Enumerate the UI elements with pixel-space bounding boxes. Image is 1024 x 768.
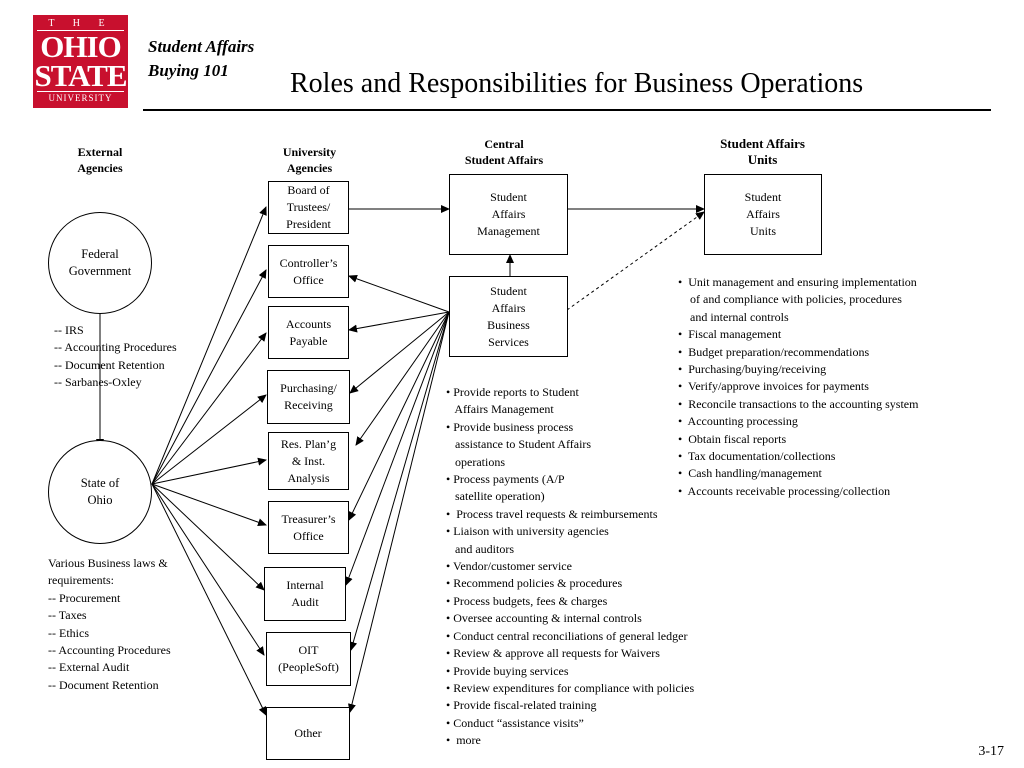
treasurers-office-box: Treasurer’s Office xyxy=(268,501,349,554)
federal-government-node: Federal Government xyxy=(48,212,152,314)
units-responsibilities-list: • Unit management and ensuring implement… xyxy=(678,275,919,498)
controllers-office-box: Controller’s Office xyxy=(268,245,349,298)
accounts-payable-box: Accounts Payable xyxy=(268,306,349,359)
subtitle-line2: Buying 101 xyxy=(148,61,229,80)
central-student-affairs-header: Central Student Affairs xyxy=(464,137,544,167)
page-number: 3-17 xyxy=(978,744,1004,759)
university-logo: T H E OHIO STATE UNIVERSITY xyxy=(33,15,128,108)
external-agencies-header: External Agencies xyxy=(77,145,123,175)
student-affairs-management-box: Student Affairs Management xyxy=(449,174,568,255)
page-title: Roles and Responsibilities for Business … xyxy=(290,68,864,99)
board-of-trustees-box: Board of Trustees/ President xyxy=(268,181,349,234)
internal-audit-box: Internal Audit xyxy=(264,567,346,621)
oit-peoplesoft-box: OIT (PeopleSoft) xyxy=(266,632,351,686)
student-affairs-units-box: Student Affairs Units xyxy=(704,174,822,255)
other-agencies-box: Other xyxy=(266,707,350,760)
subtitle-line1: Student Affairs xyxy=(148,37,255,56)
logo-ohio: OHIO xyxy=(40,29,121,64)
research-planning-box: Res. Plan’g & Inst. Analysis xyxy=(268,432,349,490)
state-requirements-list: Various Business laws & requirements: --… xyxy=(48,556,171,692)
state-of-ohio-node: State of Ohio xyxy=(48,440,152,544)
purchasing-receiving-box: Purchasing/ Receiving xyxy=(267,370,350,424)
federal-requirements-list: -- IRS -- Accounting Procedures -- Docum… xyxy=(54,323,177,390)
logo-university: UNIVERSITY xyxy=(48,93,113,103)
student-affairs-units-header: Student Affairs Units xyxy=(720,136,805,167)
title-divider xyxy=(143,109,991,111)
business-services-responsibilities-list: • Provide reports to Student Affairs Man… xyxy=(446,385,695,748)
logo-the: T H E xyxy=(48,18,113,29)
logo-state: STATE xyxy=(34,58,127,93)
student-affairs-business-services-box: Student Affairs Business Services xyxy=(449,276,568,357)
university-agencies-header: University Agencies xyxy=(282,145,337,175)
